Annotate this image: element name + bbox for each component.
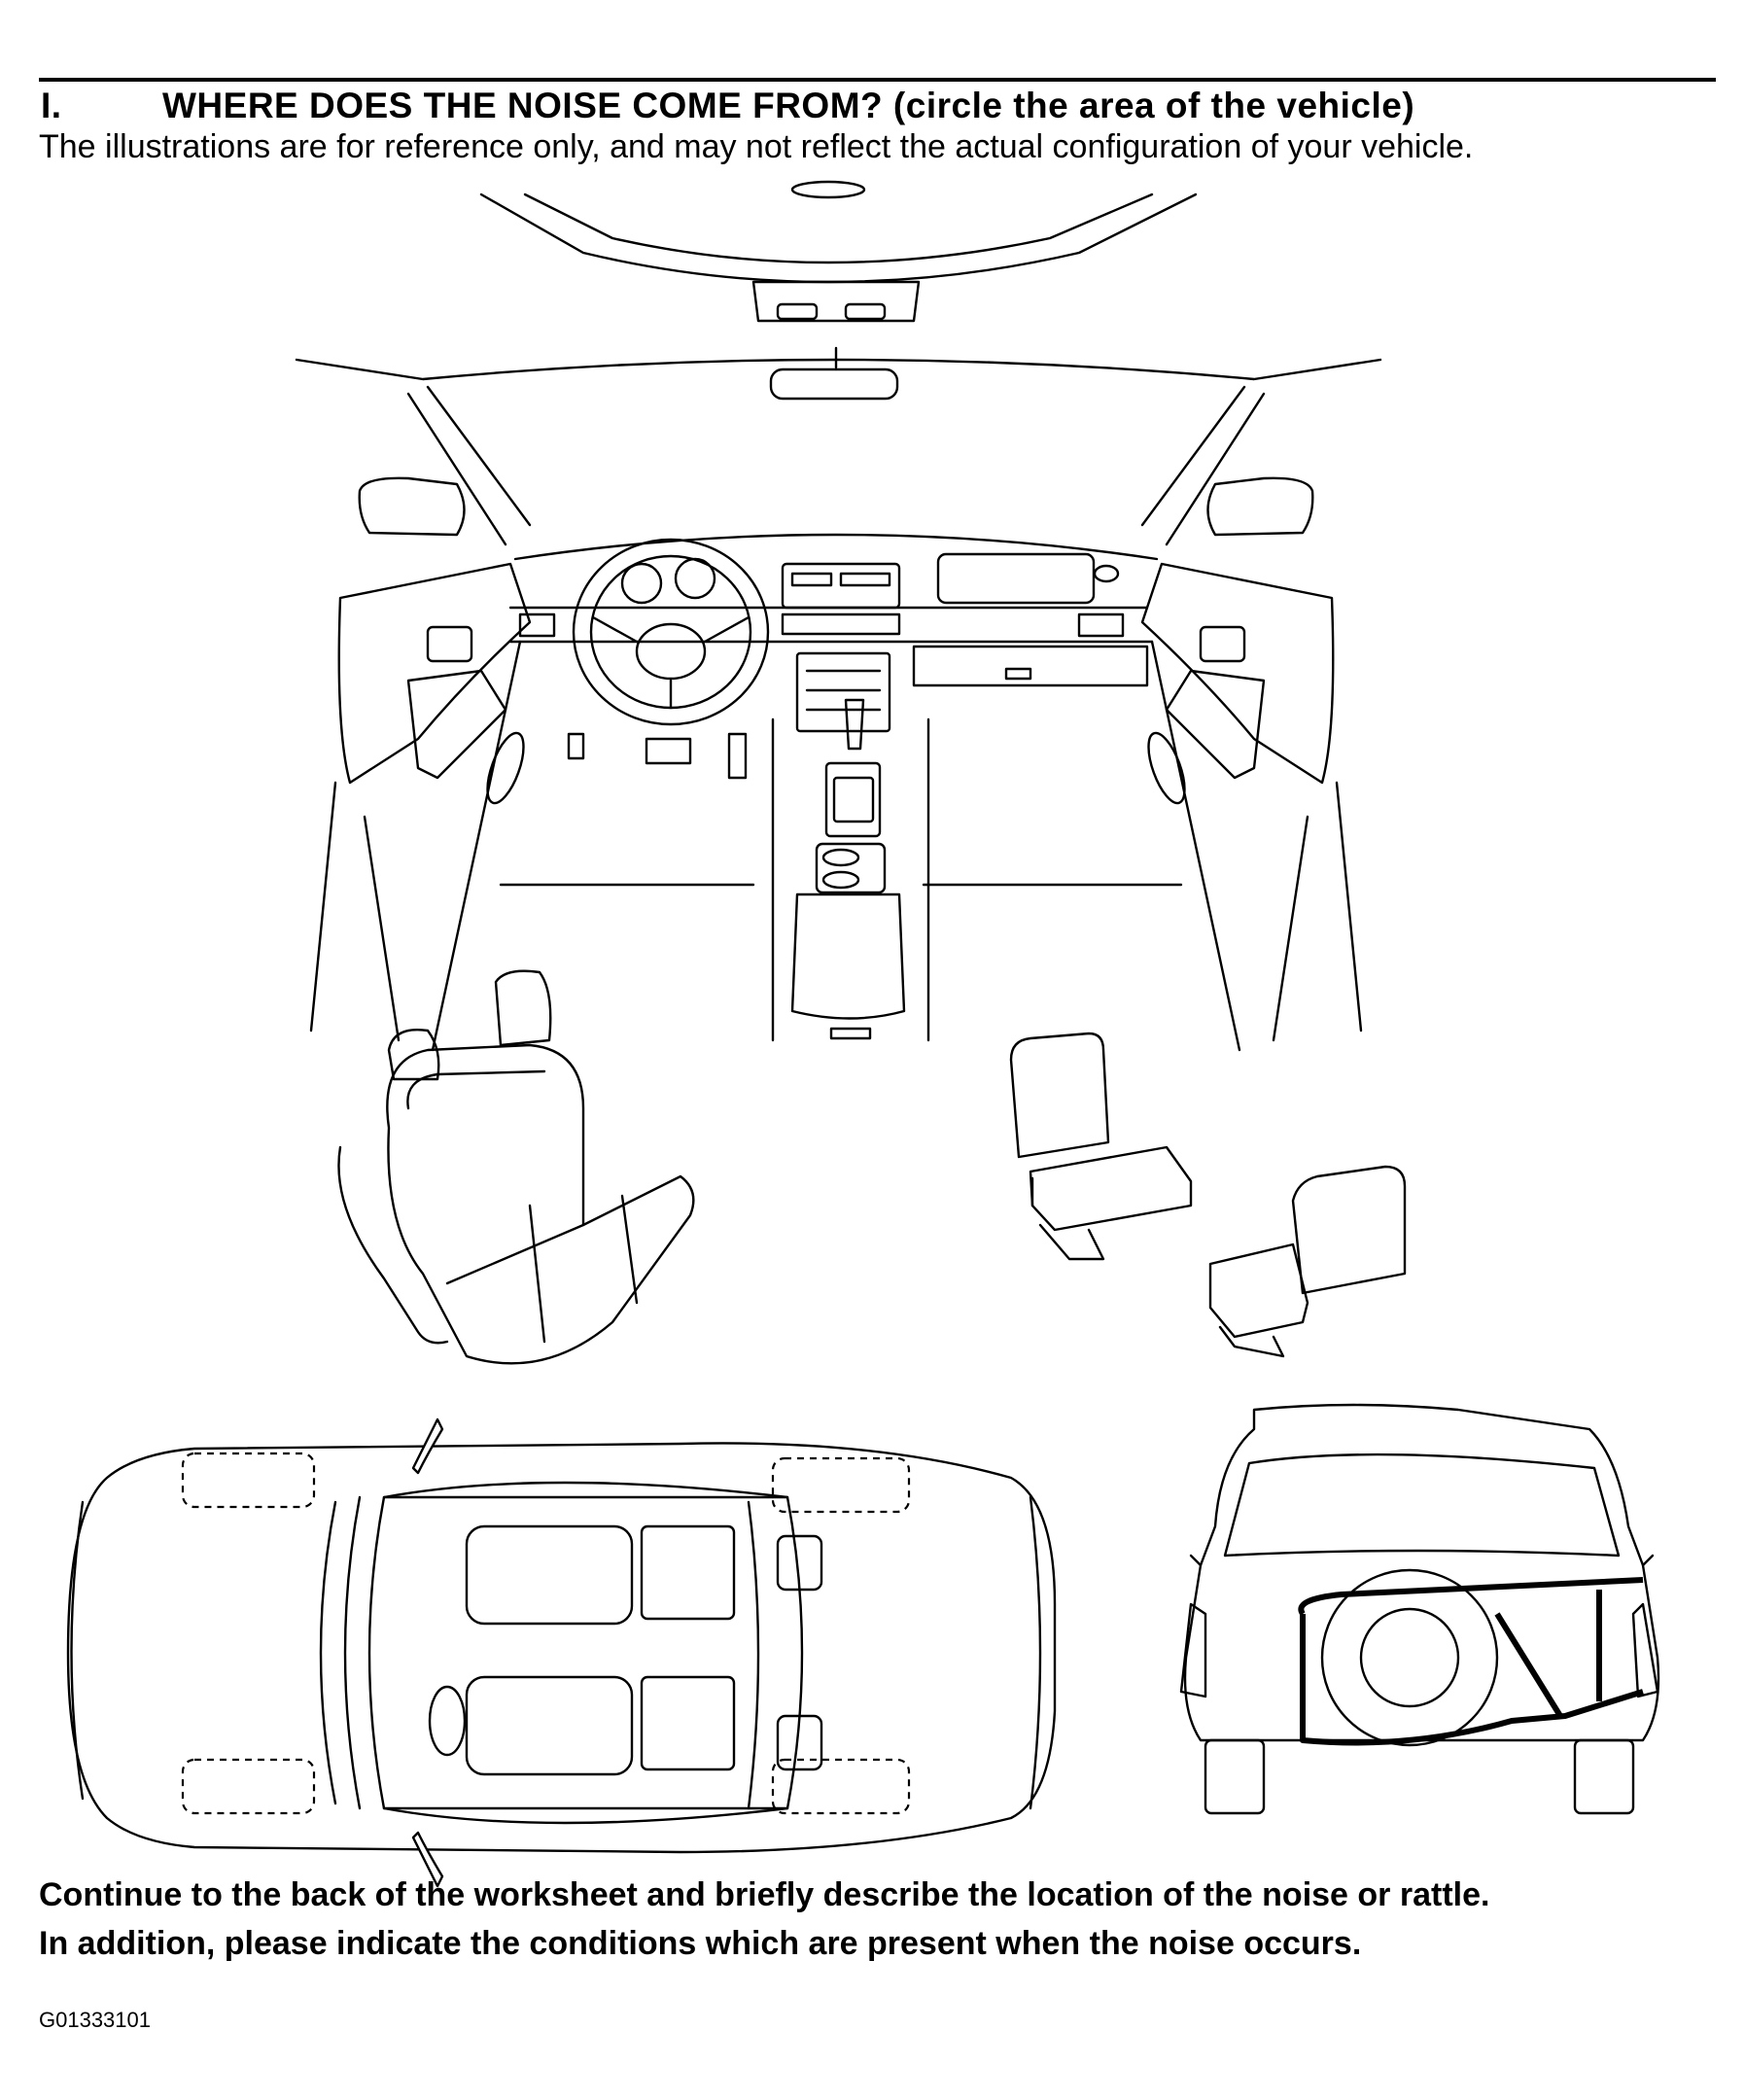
section-number: I.: [41, 86, 62, 125]
front-seat-driver[interactable]: [1009, 1032, 1193, 1261]
front-seat-passenger[interactable]: [1208, 1165, 1407, 1358]
section-title: WHERE DOES THE NOISE COME FROM? (circle …: [162, 86, 1415, 125]
footer-instruction-2: In addition, please indicate the conditi…: [39, 1925, 1362, 1962]
section-heading: I. WHERE DOES THE NOISE COME FROM? (circ…: [41, 86, 1713, 134]
rear-bench-seat[interactable]: [337, 969, 695, 1365]
vehicle-interior-dashboard-view[interactable]: [295, 180, 1382, 1052]
vehicle-rear-view-spare-tire[interactable]: [1179, 1403, 1660, 1815]
header-rule: [39, 78, 1716, 82]
vehicle-top-view[interactable]: [66, 1418, 1057, 1888]
figure-code: G01333101: [39, 2008, 151, 2032]
reference-note: The illustrations are for reference only…: [39, 128, 1474, 165]
footer-instruction-1: Continue to the back of the worksheet an…: [39, 1876, 1490, 1913]
